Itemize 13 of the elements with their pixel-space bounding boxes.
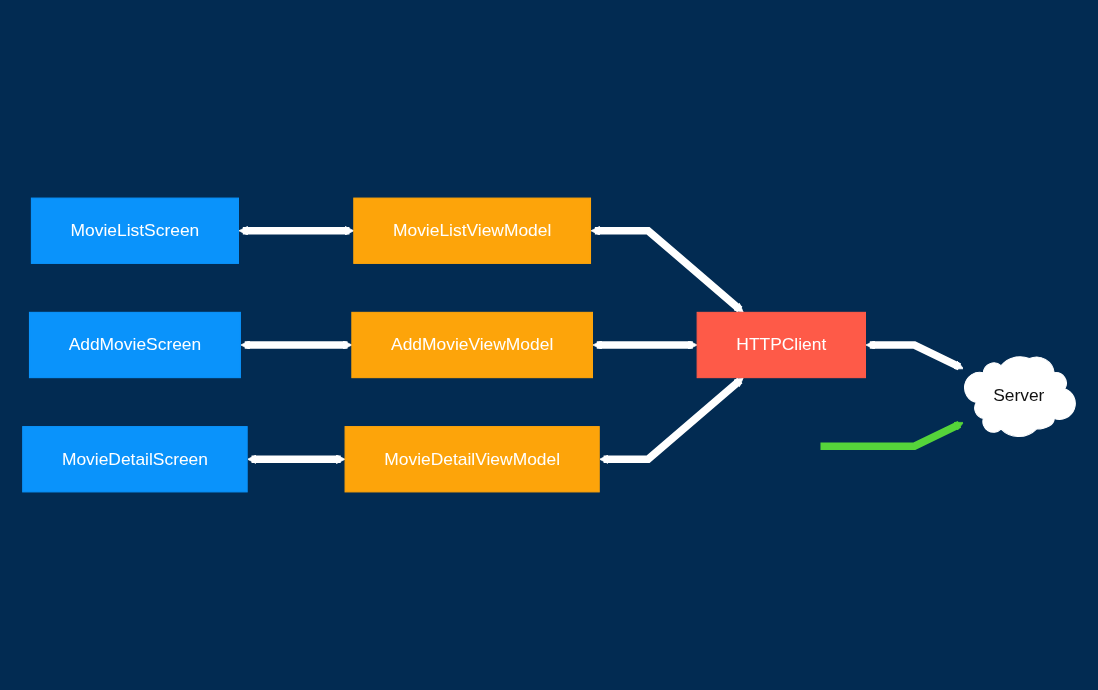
screen-box: AddMovieScreen	[28, 311, 241, 379]
screen-box: MovieListScreen	[30, 197, 239, 264]
double-arrow	[599, 377, 744, 465]
client-bar: HTTPClient	[696, 311, 866, 379]
screen-box: MovieDetailScreen	[22, 426, 248, 493]
double-arrow	[592, 340, 698, 350]
double-arrow	[865, 340, 964, 371]
view-model-box: MovieListViewModel	[353, 197, 592, 264]
server-cloud: Server	[964, 356, 1076, 437]
view-model-box: AddMovieViewModel	[351, 311, 593, 379]
view-model-box: MovieDetailViewModel	[344, 426, 600, 493]
double-arrow	[247, 454, 346, 465]
double-arrow	[590, 225, 744, 313]
